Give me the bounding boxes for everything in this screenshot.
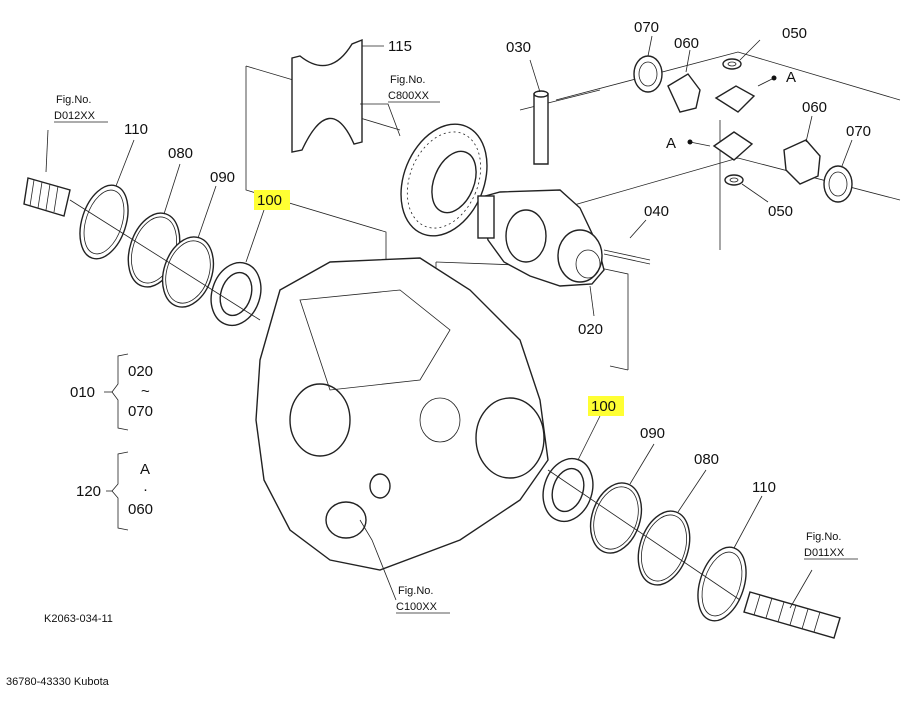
fig-ref-d011[interactable]: D011XX [804, 547, 845, 559]
fig-ref-c100[interactable]: C100XX [396, 601, 438, 613]
group-120[interactable]: 120 A · 060 [76, 451, 153, 531]
group-120-from[interactable]: A [140, 461, 150, 478]
group-010-sep: ~ [141, 383, 150, 400]
highlight-100-right [588, 396, 624, 416]
label-080-right[interactable]: 080 [694, 451, 719, 468]
label-070-top[interactable]: 070 [634, 19, 659, 36]
label-050-bottom[interactable]: 050 [768, 203, 793, 220]
label-020[interactable]: 020 [578, 321, 603, 338]
label-040[interactable]: 040 [644, 203, 669, 220]
label-060-top[interactable]: 060 [674, 35, 699, 52]
group-010-from[interactable]: 020 [128, 363, 153, 380]
fig-label-d011: Fig.No. [806, 531, 841, 543]
label-090-left[interactable]: 090 [210, 169, 235, 186]
group-120-label[interactable]: 120 [76, 483, 101, 500]
leader-lines [45, 35, 853, 609]
bevel-gear[interactable] [385, 111, 503, 249]
label-a-top[interactable]: A [786, 69, 796, 86]
diff-gears[interactable] [633, 55, 853, 203]
fig-label-c800: Fig.No. [390, 74, 425, 86]
plate-115[interactable] [291, 38, 363, 153]
label-060-right[interactable]: 060 [802, 99, 827, 116]
group-120-to[interactable]: 060 [128, 501, 153, 518]
label-115[interactable]: 115 [388, 38, 412, 55]
part-labels: 115 030 070 060 050 A 060 070 A 050 040 … [124, 19, 871, 496]
label-110-right[interactable]: 110 [752, 479, 776, 496]
fig-ref-c800[interactable]: C800XX [388, 90, 430, 102]
label-030[interactable]: 030 [506, 39, 531, 56]
label-090-right[interactable]: 090 [640, 425, 665, 442]
differential-case-020[interactable] [477, 189, 651, 287]
right-axle-parts[interactable] [535, 452, 841, 639]
gear-case-housing[interactable] [255, 257, 549, 571]
label-100-left[interactable]: 100 [257, 192, 282, 209]
label-a-left[interactable]: A [666, 135, 676, 152]
label-050-top[interactable]: 050 [782, 25, 807, 42]
fig-label-d012: Fig.No. [56, 94, 91, 106]
pin-030[interactable] [533, 90, 549, 165]
drawing-code: K2063-034-11 [44, 613, 113, 625]
label-080-left[interactable]: 080 [168, 145, 193, 162]
fig-ref-d012[interactable]: D012XX [54, 110, 96, 122]
label-100-right[interactable]: 100 [591, 398, 616, 415]
label-110-left[interactable]: 110 [124, 121, 148, 138]
left-axle-parts[interactable] [23, 177, 269, 332]
group-120-sep: · [143, 481, 148, 498]
group-010-to[interactable]: 070 [128, 403, 153, 420]
group-010-label[interactable]: 010 [70, 384, 95, 401]
highlight-100-left [254, 190, 290, 210]
label-070-right[interactable]: 070 [846, 123, 871, 140]
caption: 36780-43330 Kubota [6, 676, 109, 688]
figure-references: Fig.No. D012XX Fig.No. C800XX Fig.No. C1… [54, 74, 858, 614]
a-markers [687, 75, 777, 145]
group-010[interactable]: 010 020 ~ 070 [70, 353, 153, 431]
fig-label-c100: Fig.No. [398, 585, 433, 597]
